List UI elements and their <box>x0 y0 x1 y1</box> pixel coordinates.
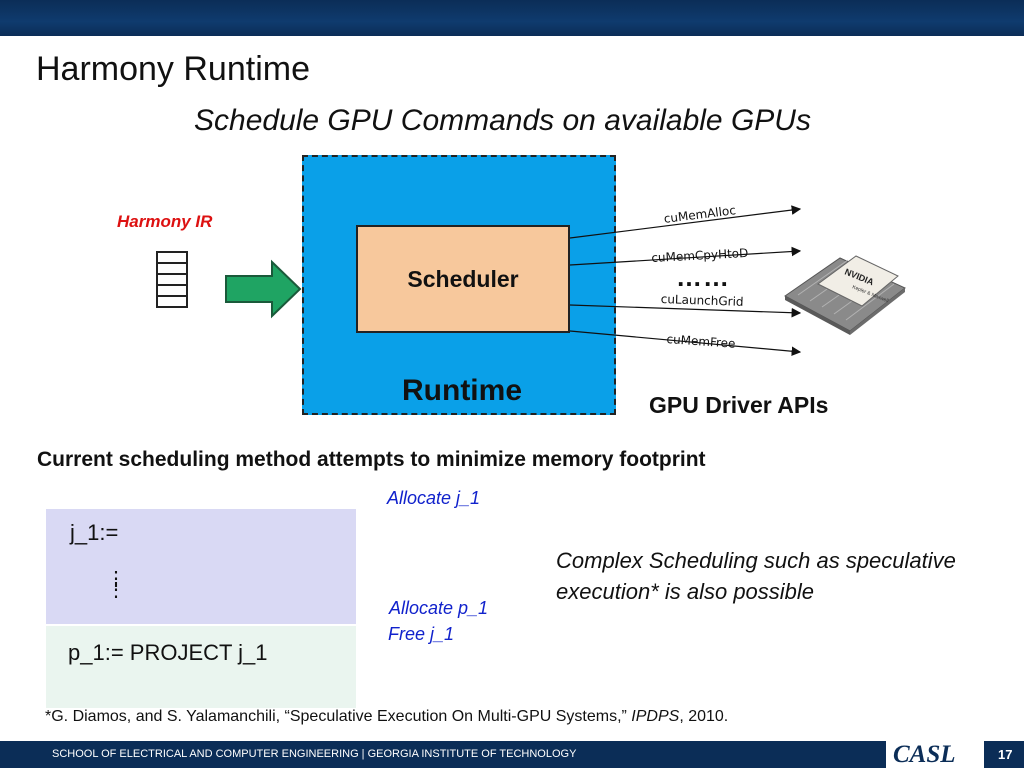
code-line-p1: p_1:= PROJECT j_1 <box>68 640 268 665</box>
citation-prefix: *G. Diamos, and S. Yalamanchili, “Specul… <box>45 708 632 725</box>
scheduler-box: Scheduler <box>356 225 570 333</box>
api-label-launchgrid: cuLaunchGrid <box>660 292 744 309</box>
casl-logo-box <box>886 741 984 768</box>
page-number: 17 <box>998 747 1013 762</box>
complex-scheduling-note: Complex Scheduling such as speculative e… <box>556 548 956 604</box>
code-ellipsis-1: ⋮ <box>106 568 126 590</box>
right-arrow-icon <box>225 259 302 319</box>
memory-heading: Current scheduling method attempts to mi… <box>37 448 706 471</box>
gpu-driver-label: GPU Driver APIs <box>649 392 829 418</box>
runtime-label: Runtime <box>402 374 522 407</box>
slide-subtitle: Schedule GPU Commands on available GPUs <box>194 104 811 137</box>
code-ellipsis: ⋮ ⋮ <box>106 568 126 601</box>
citation-venue: IPDPS <box>631 708 680 725</box>
allocate-p1-note: Allocate p_1 <box>389 598 489 618</box>
header-bar <box>0 0 1024 36</box>
api-line-memalloc <box>569 205 802 239</box>
slide-title: Harmony Runtime <box>36 50 310 88</box>
api-connectors <box>569 205 802 357</box>
scheduler-label: Scheduler <box>407 265 519 292</box>
free-j1-note: Free j_1 <box>388 624 455 644</box>
api-ellipsis: …… <box>676 262 730 292</box>
footer-text: SCHOOL OF ELECTRICAL AND COMPUTER ENGINE… <box>52 748 577 760</box>
citation-suffix: , 2010. <box>679 708 729 725</box>
code-block-top <box>46 509 356 624</box>
api-line-memfree <box>569 330 802 357</box>
code-block-bottom <box>46 626 356 708</box>
harmony-ir-label: Harmony IR <box>117 212 213 231</box>
gpu-chip-icon: NVIDIA Kepler & Maxwell <box>784 255 906 335</box>
casl-logo: CASL <box>893 741 956 768</box>
api-line-launchgrid <box>569 304 802 318</box>
allocate-j1-note: Allocate j_1 <box>387 488 481 508</box>
citation: *G. Diamos, and S. Yalamanchili, “Specul… <box>45 708 728 726</box>
api-line-memcpy <box>569 246 802 266</box>
stacked-boxes-icon <box>156 251 188 308</box>
code-line-j1: j_1:= <box>70 520 119 545</box>
code-ellipsis-2: ⋮ <box>106 579 126 601</box>
footer-bar <box>0 741 1024 768</box>
